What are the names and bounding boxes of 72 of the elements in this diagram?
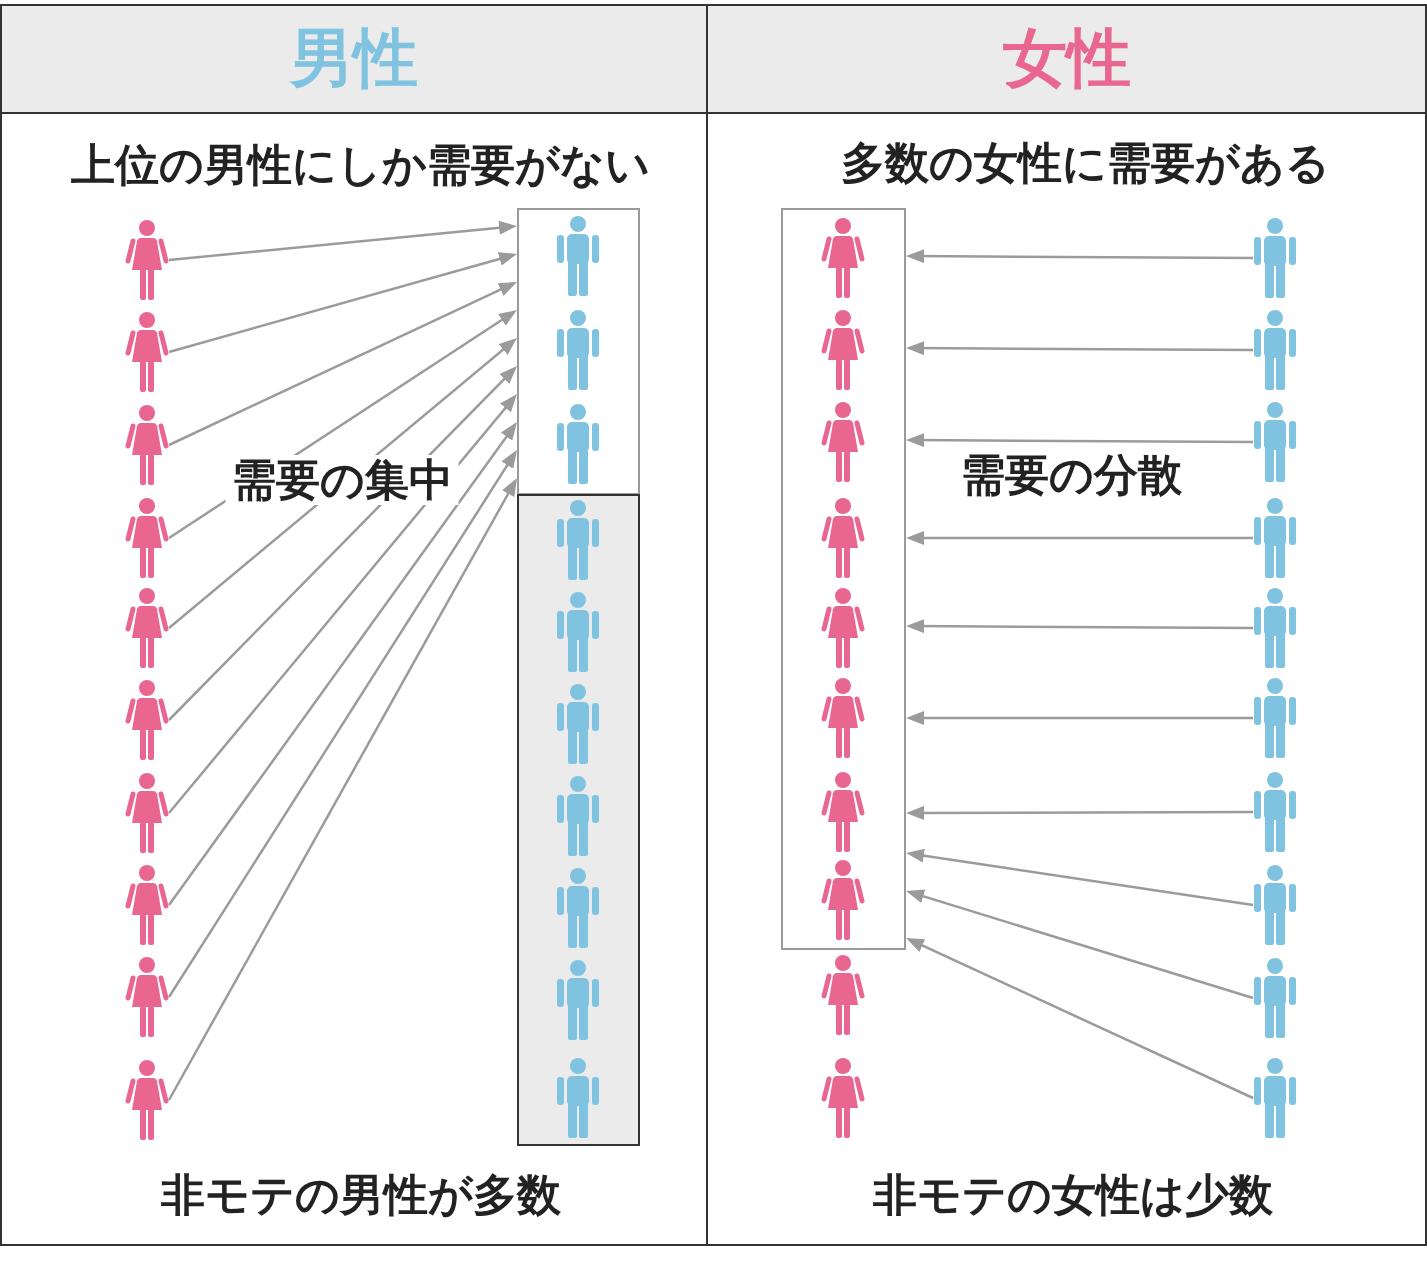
arrow [168,422,518,906]
arrow [168,252,518,354]
arrow [906,848,1254,907]
woman-icon [821,402,865,482]
summary-text: 非モテの男性が多数 [161,1173,561,1217]
man-icon [556,592,600,672]
group-frame [517,208,640,495]
woman-icon [821,678,865,758]
woman-icon [125,957,169,1037]
group-frame [781,208,906,950]
woman-icon [125,588,169,668]
arrow [167,449,517,998]
man-icon [556,1058,600,1138]
summary-text: 非モテの女性は少数 [873,1173,1273,1217]
woman-icon [125,498,169,578]
column-header: 女性 [708,6,1425,114]
man-icon [556,960,600,1040]
heading-text: 上位の男性にしか需要がない [70,143,650,187]
woman-icon [821,860,865,940]
woman-icon [821,772,865,852]
man-icon [1253,310,1297,390]
man-icon [556,868,600,948]
woman-icon [821,218,865,298]
woman-icon [821,1058,865,1138]
woman-icon [821,498,865,578]
man-icon [1253,498,1297,578]
arrow [906,433,1253,448]
man-icon [1253,1058,1297,1138]
arrow [906,889,1254,1000]
arrow [906,341,1253,356]
arrow [168,338,517,629]
man-icon [1253,402,1297,482]
man-icon [556,404,600,484]
woman-icon [125,865,169,945]
man-icon [556,500,600,580]
arrow [168,310,517,540]
arrow [167,477,517,1101]
column-panel [706,4,1427,1246]
woman-icon [821,588,865,668]
man-icon [556,776,600,856]
man-icon [1253,865,1297,945]
man-icon [1253,678,1297,758]
man-icon [1253,958,1297,1038]
man-icon [556,216,600,296]
arrow [906,531,1253,545]
arrow-caption: 需要の集中 [225,455,459,505]
man-icon [1253,218,1297,298]
arrow [168,281,517,447]
arrow [906,806,1253,820]
column-header: 男性 [2,6,706,114]
woman-icon [125,405,169,485]
woman-icon [821,955,865,1035]
arrow [906,249,1253,264]
woman-icon [125,773,169,853]
woman-icon [125,312,169,392]
column-panel [0,4,708,1246]
woman-icon [125,220,169,300]
arrow [168,365,517,721]
man-icon [1253,588,1297,668]
shaded-frame [517,494,640,1146]
arrow [906,711,1253,725]
arrow [168,394,517,814]
man-icon [1253,772,1297,852]
woman-icon [125,1060,169,1140]
man-icon [556,684,600,764]
arrow [906,619,1253,634]
arrow [168,220,517,262]
arrow [906,938,1254,1100]
heading-text: 多数の女性に需要がある [840,141,1330,185]
woman-icon [821,310,865,390]
man-icon [556,310,600,390]
woman-icon [125,680,169,760]
